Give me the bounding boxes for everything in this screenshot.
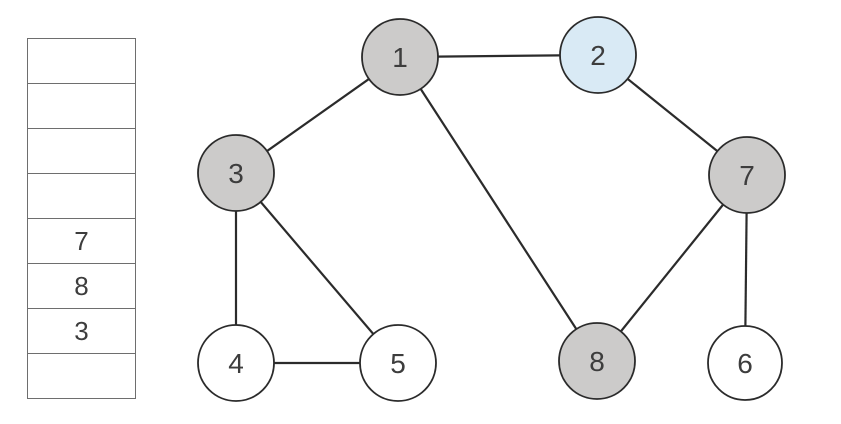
graph-node-circle-4	[197, 324, 275, 402]
graph-node-label-8: 8	[589, 346, 605, 377]
graph-edge-7-8	[596, 174, 748, 362]
graph-node-label-5: 5	[390, 348, 406, 379]
graph-node-circle-7	[708, 136, 786, 214]
graph-node-3: 3	[197, 134, 275, 212]
graph-node-4: 4	[197, 324, 275, 402]
stack-cell	[28, 84, 135, 129]
graph-node-5: 5	[359, 324, 437, 402]
graph-node-circle-2	[559, 16, 637, 94]
graph-node-label-4: 4	[228, 348, 244, 379]
stack-table: 7 8 3	[27, 38, 136, 399]
graph-edge-3-5	[235, 172, 399, 364]
stack-cell	[28, 39, 135, 84]
graph-node-circle-5	[359, 324, 437, 402]
graph-node-2: 2	[559, 16, 637, 94]
graph-node-label-7: 7	[739, 160, 755, 191]
graph-node-8: 8	[558, 322, 636, 400]
stack-cell	[28, 129, 135, 174]
graph-node-7: 7	[708, 136, 786, 214]
stack-cell	[28, 174, 135, 219]
graph-node-label-3: 3	[228, 158, 244, 189]
graph-node-label-6: 6	[737, 348, 753, 379]
graph-node-6: 6	[707, 325, 783, 401]
graph-node-1: 1	[361, 18, 439, 96]
graph-node-circle-1	[361, 18, 439, 96]
stack-cell: 7	[28, 219, 135, 264]
stack-cell: 8	[28, 264, 135, 309]
graph-node-circle-8	[558, 322, 636, 400]
graph-edge-1-8	[399, 56, 598, 362]
graph-node-circle-3	[197, 134, 275, 212]
stack-cell: 3	[28, 309, 135, 354]
graph-node-circle-6	[707, 325, 783, 401]
graph-node-label-1: 1	[392, 42, 408, 73]
graph-node-label-2: 2	[590, 40, 606, 71]
